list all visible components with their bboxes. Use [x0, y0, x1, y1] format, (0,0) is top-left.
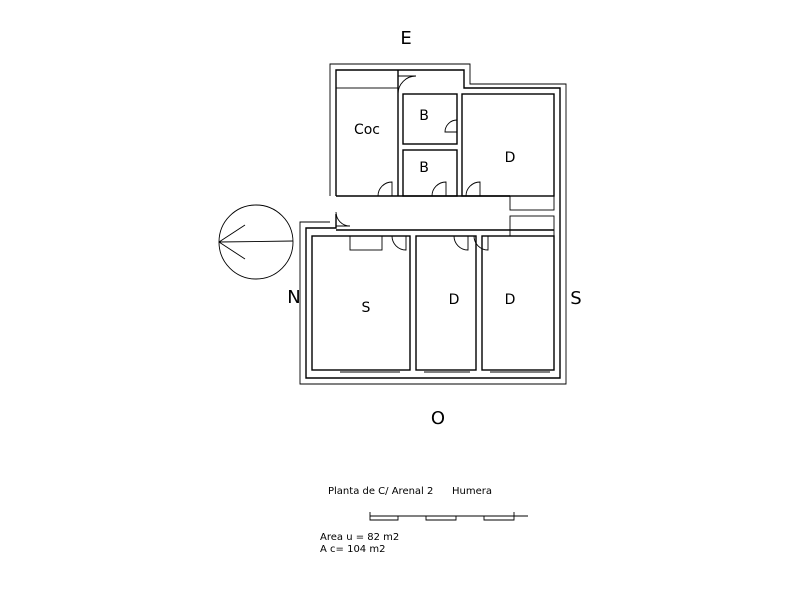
plan-town: Humera [452, 486, 492, 497]
hallway [336, 195, 554, 231]
room-label-kitchen: Coc [354, 122, 380, 138]
kitchen-room: Coc [335, 69, 399, 196]
outer-walls [299, 63, 567, 385]
bedroom-3-room: D [481, 215, 555, 371]
north-arrow-icon [218, 204, 294, 280]
room-label-bath-1: B [419, 108, 429, 124]
room-label-bedroom-3: D [505, 292, 516, 308]
room-label-bedroom-1: D [505, 150, 516, 166]
orientation-east: E [400, 28, 411, 49]
useful-area: Area u = 82 m2 [320, 532, 400, 543]
section-symbol [369, 512, 528, 521]
built-area: A c= 104 m2 [320, 544, 386, 555]
bathroom-1-room: B [402, 93, 458, 145]
bedroom-2-room: D [415, 235, 477, 371]
orientation-west: O [431, 408, 445, 429]
plan-title: Planta de C/ Arenal 2 [328, 486, 434, 497]
room-label-bedroom-2: D [449, 292, 460, 308]
bedroom-1-room: D [461, 93, 555, 211]
doors [335, 75, 489, 251]
bathroom-2-room: B [402, 149, 458, 197]
orientation-south: S [570, 288, 581, 309]
room-label-bath-2: B [419, 160, 429, 176]
living-room: S [311, 235, 411, 371]
room-label-salon: S [362, 300, 371, 316]
orientation-north: N [287, 287, 300, 308]
